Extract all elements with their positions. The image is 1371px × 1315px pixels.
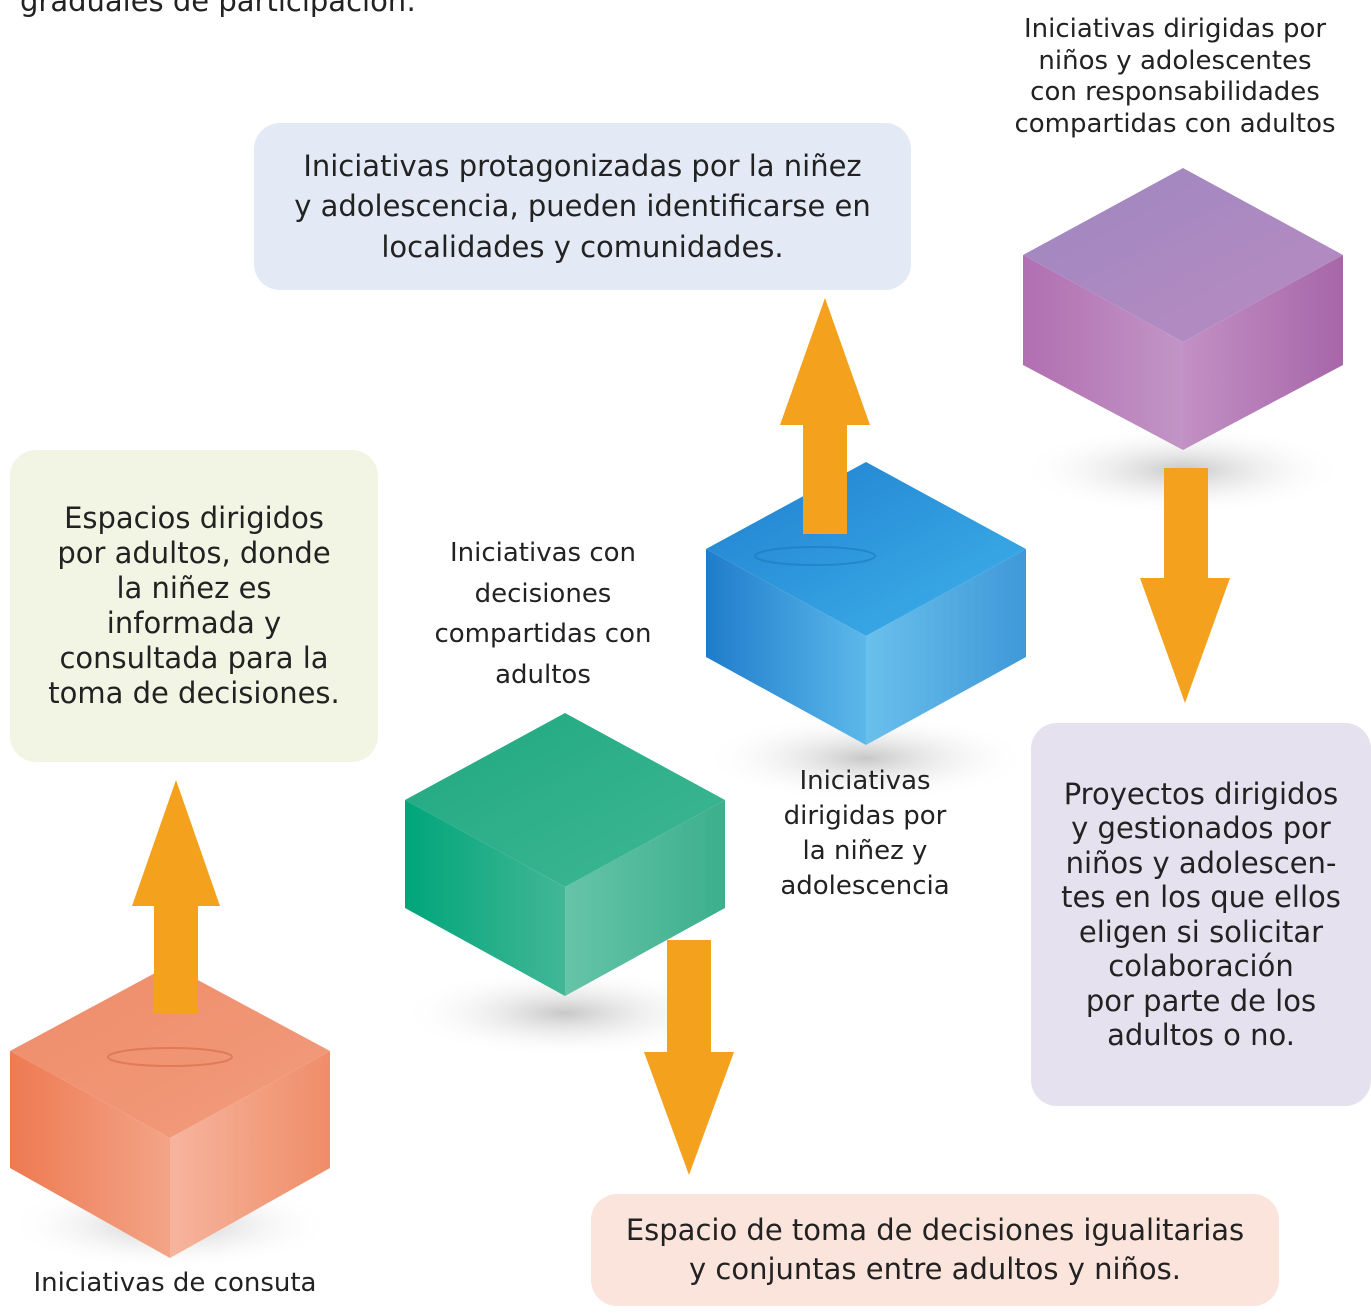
label-blue-cube: Iniciativas dirigidas por la niñez y ado… bbox=[780, 766, 950, 902]
purple-cube bbox=[1023, 168, 1343, 450]
green-cube bbox=[405, 713, 725, 996]
info-box-text: Espacio de toma de decisiones igualitari… bbox=[625, 1212, 1245, 1286]
intro-text: graduales de participación: bbox=[20, 0, 416, 18]
label-orange-cube: Iniciativas de consuta bbox=[33, 1268, 317, 1298]
label-purple-cube: Iniciativas dirigidas por niños y adoles… bbox=[1014, 14, 1336, 140]
info-box-text: Iniciativas protagonizadas por la niñez … bbox=[294, 148, 871, 264]
label-green-cube: Iniciativas con decisiones compartidas c… bbox=[434, 538, 652, 690]
arrow-down-icon bbox=[1140, 468, 1230, 703]
arrow-down-icon bbox=[644, 940, 734, 1175]
info-box-top-center: Iniciativas protagonizadas por la niñez … bbox=[254, 123, 911, 290]
cube-shadow bbox=[701, 713, 1031, 803]
arrow-up-icon bbox=[780, 298, 870, 534]
info-box-bottom: Espacio de toma de decisiones igualitari… bbox=[591, 1194, 1279, 1306]
blue-cube bbox=[706, 462, 1026, 745]
info-box-text: Proyectos dirigidos y gestionados por ni… bbox=[1061, 776, 1341, 1053]
orange-cube bbox=[10, 965, 330, 1258]
cube-shadow bbox=[400, 968, 730, 1058]
arrow-up-icon bbox=[132, 780, 220, 1013]
info-box-right: Proyectos dirigidos y gestionados por ni… bbox=[1031, 723, 1371, 1106]
info-box-text: Espacios dirigidos por adultos, donde la… bbox=[48, 500, 340, 711]
info-box-left: Espacios dirigidos por adultos, donde la… bbox=[10, 450, 378, 762]
